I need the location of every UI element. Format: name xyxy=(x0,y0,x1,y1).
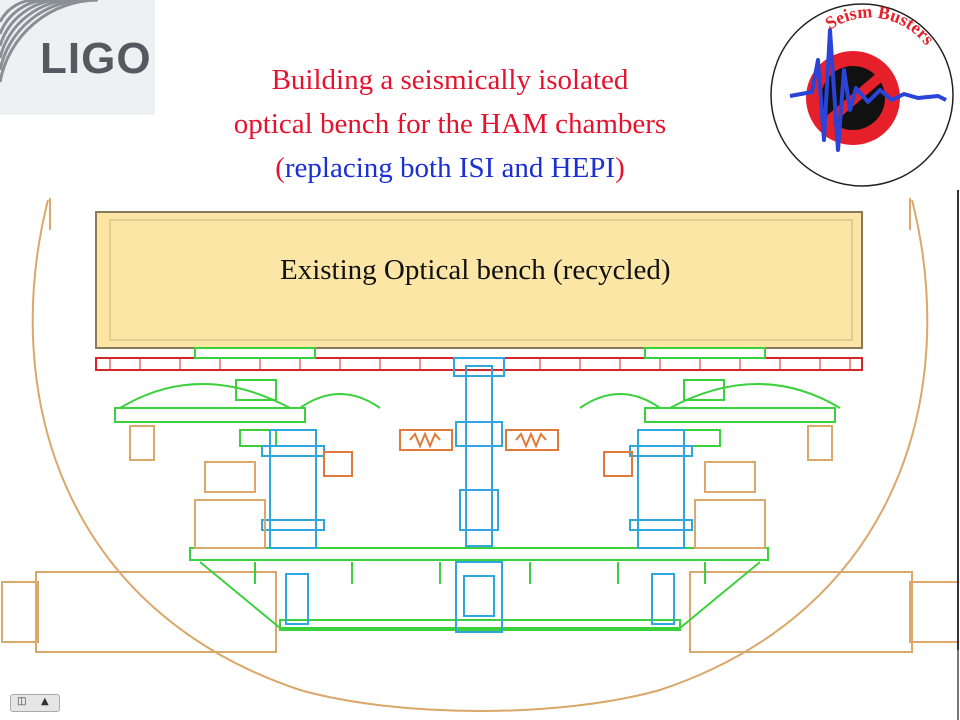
optical-bench xyxy=(95,211,863,349)
slide-title: Building a seismically isolated optical … xyxy=(150,58,750,190)
cyan-columns xyxy=(261,357,693,633)
title-line-3: (replacing both ISI and HEPI) xyxy=(150,146,750,190)
green-structure xyxy=(114,347,841,631)
seism-busters-logo: Seism Busters xyxy=(770,1,954,187)
title-line-3-open: ( xyxy=(275,152,285,184)
title-line-3-close: ) xyxy=(615,152,625,184)
orange-actuators xyxy=(323,429,633,477)
optical-bench-label: Existing Optical bench (recycled) xyxy=(280,254,671,286)
ham-chamber-drawing xyxy=(1,190,959,720)
tan-side-assemblies xyxy=(129,425,833,549)
title-line-1: Building a seismically isolated xyxy=(271,64,629,96)
beam-tubes xyxy=(1,571,959,653)
up-arrow-icon[interactable]: ▲ xyxy=(41,696,49,707)
title-line-2: optical bench for the HAM chambers xyxy=(233,108,667,140)
slide-thumbnail-icon[interactable]: ◫ xyxy=(17,696,27,707)
ligo-logo-arcs xyxy=(0,0,99,83)
ligo-logo-text: LIGO xyxy=(40,34,152,83)
chamber-shell xyxy=(31,198,929,712)
ligo-logo: LIGO xyxy=(0,0,155,115)
slide-nav[interactable]: ◫ ▲ xyxy=(10,694,60,712)
title-line-3-text: replacing both ISI and HEPI xyxy=(284,152,616,184)
red-rail xyxy=(95,357,863,371)
